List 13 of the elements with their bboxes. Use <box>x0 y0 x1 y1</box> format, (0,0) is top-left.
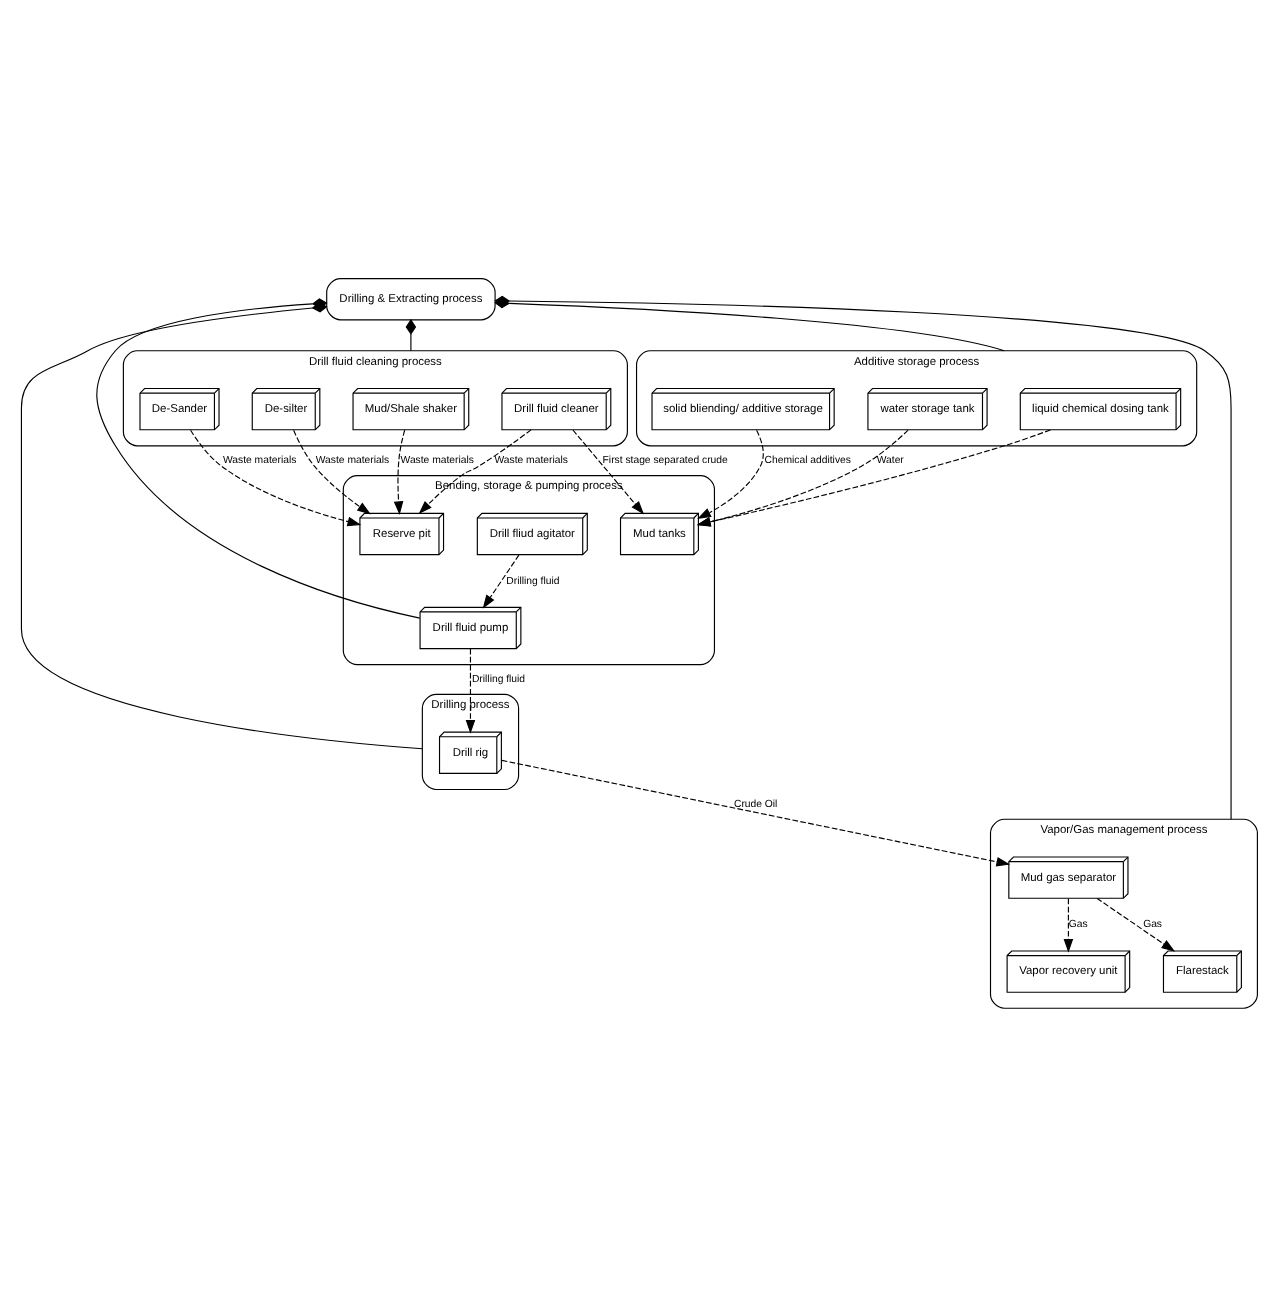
arrow <box>697 428 764 518</box>
arrow <box>1063 897 1074 952</box>
arrow <box>1096 896 1176 951</box>
arrow <box>501 758 1011 866</box>
arrow <box>572 428 645 514</box>
arrow <box>482 553 520 608</box>
arrow <box>393 428 406 514</box>
connector <box>405 318 417 351</box>
arrow <box>465 647 476 733</box>
arrow <box>696 428 909 526</box>
arrow <box>293 428 371 514</box>
arrow <box>190 428 362 526</box>
arrow <box>418 428 532 514</box>
